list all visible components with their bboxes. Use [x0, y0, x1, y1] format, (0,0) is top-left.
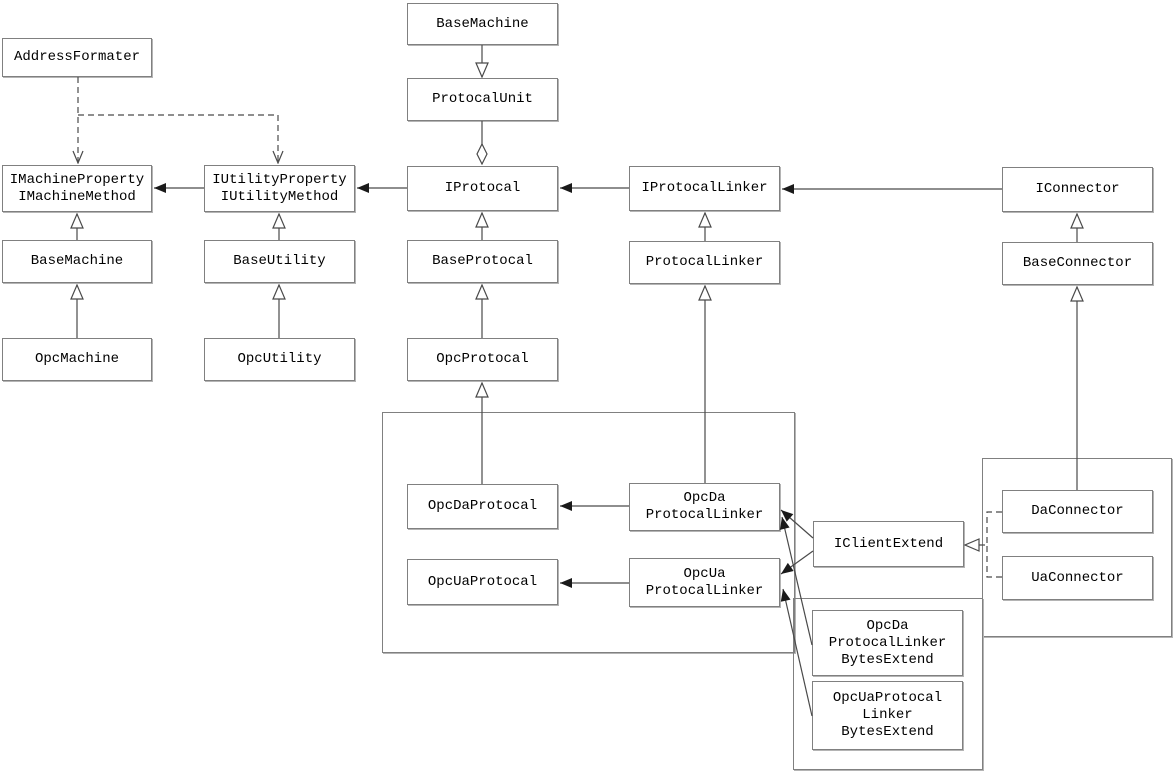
class-box-base-protocal: BaseProtocal: [407, 240, 558, 283]
class-label: ProtocalLinker: [645, 507, 764, 523]
class-label: IUtilityProperty: [212, 171, 347, 188]
class-label: DaConnector: [1031, 503, 1124, 519]
class-label: OpcUtility: [237, 351, 322, 367]
class-label: Linker: [862, 707, 913, 723]
class-label: OpcProtocal: [436, 351, 529, 367]
class-label: IUtilityMethod: [220, 188, 339, 205]
class-label: ProtocalUnit: [432, 91, 533, 107]
class-label: IMachineMethod: [18, 188, 136, 205]
class-label: BytesExtend: [841, 724, 934, 740]
class-label: BaseMachine: [30, 253, 124, 269]
edge-dependency-address-formater--iutility-interface: [78, 114, 278, 163]
class-box-iprotocal-linker: IProtocalLinker: [629, 166, 780, 211]
class-label: ProtocalLinker: [645, 254, 764, 270]
class-box-opc-utility: OpcUtility: [204, 338, 355, 381]
class-label: ProtocalLinker: [645, 582, 764, 599]
class-label: OpcDa: [683, 490, 726, 506]
class-box-base-utility: BaseUtility: [204, 240, 355, 283]
class-label: IConnector: [1035, 181, 1120, 197]
class-label: BaseUtility: [233, 253, 326, 269]
class-box-base-machine: BaseMachine: [2, 240, 152, 283]
class-label: IProtocal: [444, 180, 521, 196]
class-box-base-connector: BaseConnector: [1002, 242, 1153, 285]
class-label: BaseConnector: [1022, 255, 1133, 271]
class-label: BaseMachine: [436, 15, 529, 32]
class-label: OpcUa: [683, 565, 726, 582]
class-label: IProtocalLinker: [641, 180, 768, 196]
class-label: OpcDa: [866, 617, 909, 634]
class-label: IClientExtend: [833, 535, 944, 552]
class-label: BytesExtend: [841, 651, 934, 668]
class-label: OpcDaProtocal: [427, 498, 538, 514]
class-label: OpcUaProtocal: [427, 573, 538, 590]
class-box-iprotocal: IProtocal: [407, 166, 558, 211]
class-box-protocal-linker: ProtocalLinker: [629, 241, 780, 284]
class-box-opcda-protocal: OpcDaProtocal: [407, 484, 558, 529]
class-box-ua-connector: UaConnector: [1002, 556, 1153, 600]
class-label: IMachineProperty: [9, 171, 145, 188]
group-box-opc-connector-group: [982, 458, 1172, 637]
class-box-protocal-unit: ProtocalUnit: [407, 78, 558, 121]
class-label: AddressFormater: [13, 49, 141, 65]
class-label: ProtocalLinker: [828, 634, 947, 651]
class-box-opc-protocal: OpcProtocal: [407, 338, 558, 381]
class-box-opc-machine: OpcMachine: [2, 338, 152, 381]
class-label: OpcMachine: [34, 351, 119, 367]
class-box-base-machine-top: BaseMachine: [407, 3, 558, 45]
group-box-opc-protocal-group: [382, 412, 795, 653]
class-box-iconnector: IConnector: [1002, 167, 1153, 212]
class-box-opcua-protocal: OpcUaProtocal: [407, 559, 558, 605]
class-box-address-formater: AddressFormater: [2, 38, 152, 77]
class-box-da-connector: DaConnector: [1002, 490, 1153, 533]
class-label: UaConnector: [1031, 569, 1124, 586]
class-box-iclient-extend: IClientExtend: [813, 521, 964, 567]
class-label: BaseProtocal: [432, 253, 533, 269]
class-label: OpcUaProtocal: [832, 690, 943, 706]
